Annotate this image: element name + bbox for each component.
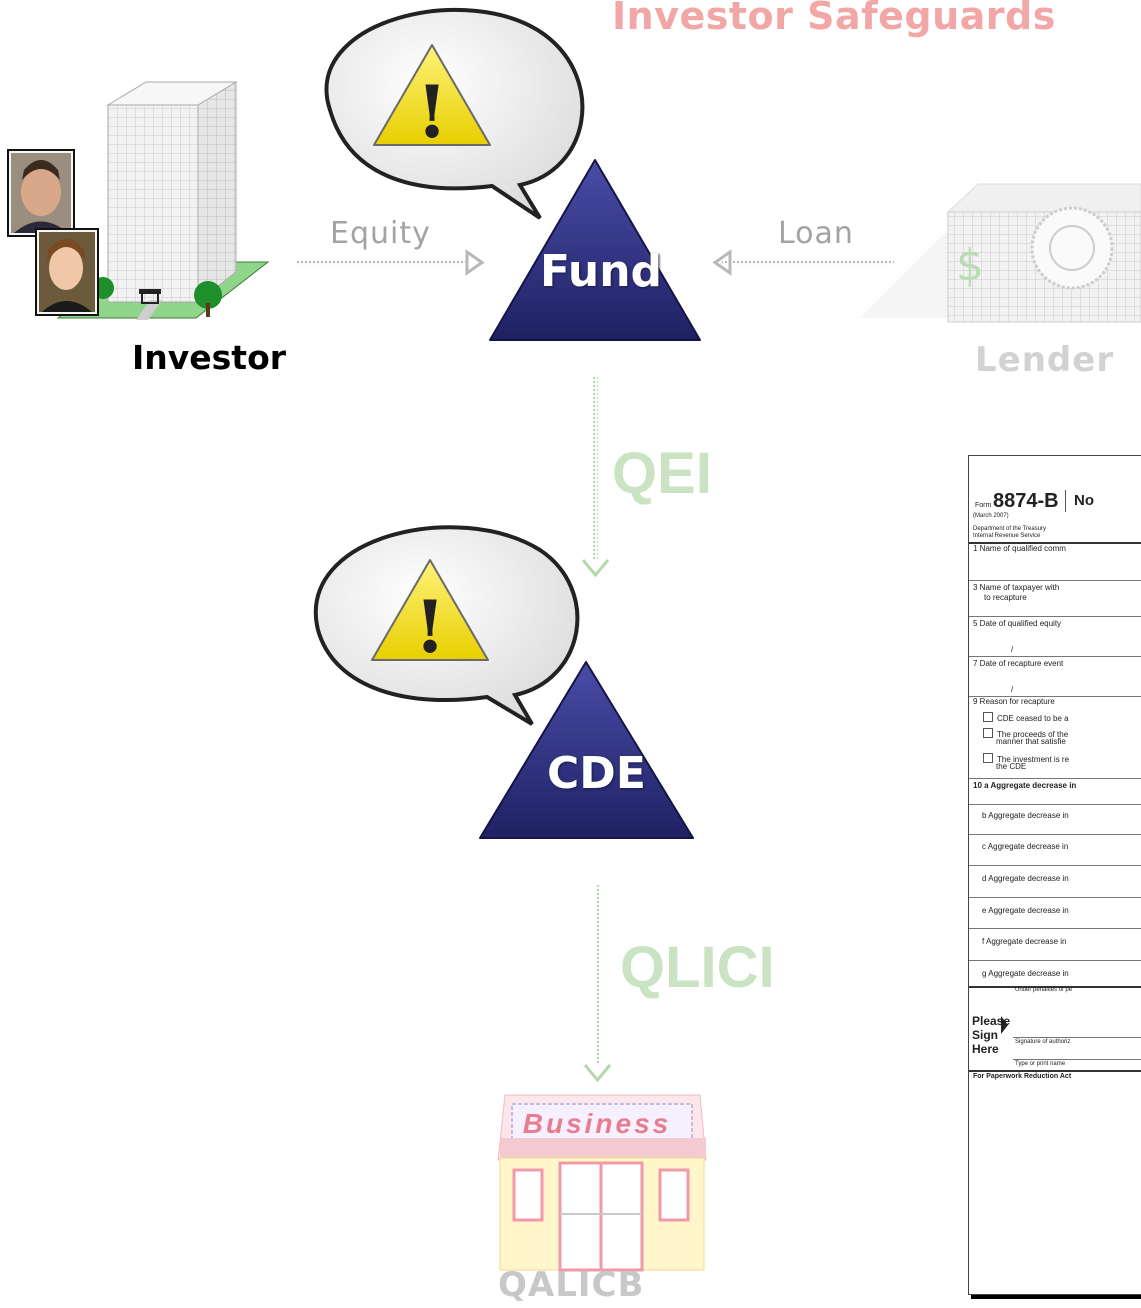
warning-icon: ! xyxy=(371,559,489,669)
qei-label: QEI xyxy=(612,441,712,506)
form-dept-2: Internal Revenue Service xyxy=(973,533,1041,539)
form-reason-2-label: The proceeds of the xyxy=(997,730,1069,739)
form-paperwork-notice: For Paperwork Reduction Act xyxy=(973,1073,1072,1080)
investor-photo-man xyxy=(7,149,75,237)
form-reason-3-cont: the CDE xyxy=(996,762,1027,771)
form-edition: (March 2007) xyxy=(973,513,1009,519)
form-line-10b: b Aggregate decrease in xyxy=(982,811,1069,820)
form-line-10f: f Aggregate decrease in xyxy=(982,937,1067,946)
form-signature-caption: Signature of authoriz xyxy=(1015,1039,1071,1045)
form-penalties: Under penalties of pe xyxy=(1015,987,1073,993)
form-line-10e: e Aggregate decrease in xyxy=(982,906,1069,915)
equity-arrow xyxy=(297,249,485,276)
warning-bubble-fund: ! xyxy=(324,7,585,220)
form-heading: No xyxy=(1074,492,1094,509)
investor-building xyxy=(56,81,270,320)
form-divider xyxy=(1065,490,1066,512)
qei-arrow xyxy=(581,375,610,578)
checkbox[interactable] xyxy=(983,712,993,722)
form-line-10d: d Aggregate decrease in xyxy=(982,874,1069,883)
form-line-9: 9 Reason for recapture xyxy=(973,697,1055,706)
form-line-10a: 10 a Aggregate decrease in xyxy=(973,781,1077,790)
checkbox[interactable] xyxy=(983,728,993,738)
qalicb-label: QALICB xyxy=(498,1265,645,1305)
form-line-10g: g Aggregate decrease in xyxy=(982,969,1069,978)
investor-photo-woman xyxy=(35,228,99,316)
svg-text:!: ! xyxy=(414,584,446,669)
checkbox[interactable] xyxy=(983,753,993,763)
form-reason-2: The proceeds of the xyxy=(983,728,1068,739)
form-line-5: 5 Date of qualified equity xyxy=(973,619,1062,628)
form-reason-2-cont: manner that satisfie xyxy=(996,737,1066,746)
form-sign-1: Please xyxy=(972,1014,1011,1028)
warning-icon: ! xyxy=(373,44,491,154)
cde-triangle[interactable] xyxy=(479,661,694,839)
equity-label: Equity xyxy=(330,216,431,251)
form-print-name-caption: Type or print name xyxy=(1015,1061,1066,1067)
form-reason-1-label: CDE ceased to be a xyxy=(997,714,1069,723)
qlici-arrow xyxy=(583,885,612,1083)
form-line-3: 3 Name of taxpayer with xyxy=(973,583,1060,592)
form-dept-1: Department of the Treasury xyxy=(973,526,1047,532)
form-date-slash: / xyxy=(1011,645,1014,654)
form-line-7: 7 Date of recapture event xyxy=(973,659,1064,668)
form-date-slash: / xyxy=(1011,685,1014,694)
form-sign-2: Sign xyxy=(972,1028,998,1042)
form-sign-3: Here xyxy=(972,1042,999,1056)
fund-triangle[interactable] xyxy=(489,159,701,341)
page-title: Investor Safeguards xyxy=(612,0,1056,38)
business-storefront xyxy=(497,1094,707,1272)
form-line-10c: c Aggregate decrease in xyxy=(982,842,1069,851)
form-line-3-cont: to recapture xyxy=(984,593,1027,602)
cde-label: CDE xyxy=(547,748,646,799)
lender-label: Lender xyxy=(975,340,1115,380)
dollar-sign-icon: $ xyxy=(956,240,984,291)
investor-label: Investor xyxy=(132,338,287,377)
fund-label: Fund xyxy=(540,246,663,297)
form-number: 8874-B xyxy=(993,490,1059,512)
form-reason-3-label: The investment is re xyxy=(997,755,1070,764)
svg-text:!: ! xyxy=(416,69,448,154)
form-reason-1: CDE ceased to be a xyxy=(983,712,1069,723)
form-reason-3: The investment is re xyxy=(983,753,1069,764)
form-line-1: 1 Name of qualified comm xyxy=(973,544,1066,553)
loan-arrow xyxy=(712,249,894,276)
form-prefix: Form xyxy=(975,502,992,509)
business-sign-label: Business xyxy=(522,1108,672,1139)
form-sign-arrow-icon xyxy=(1001,1016,1008,1034)
qlici-label: QLICI xyxy=(620,935,775,1000)
form-8874b-document: Form 8874-B No (March 2007) Department o… xyxy=(968,455,1141,1295)
loan-label: Loan xyxy=(778,216,854,251)
warning-bubble-cde: ! xyxy=(313,525,580,726)
lender-safe: $ xyxy=(860,183,1141,323)
